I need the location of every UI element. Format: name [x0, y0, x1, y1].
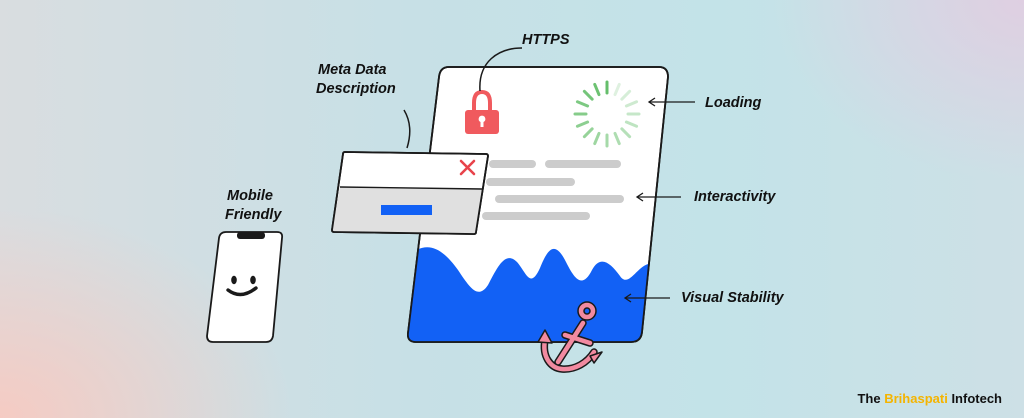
brand-highlight: Brihaspati — [884, 391, 948, 406]
spinner-tick — [620, 127, 632, 139]
spinner-tick — [620, 89, 632, 101]
meta-description-label: Description — [316, 81, 396, 97]
spinner-tick — [624, 120, 639, 128]
spinner-tick — [593, 82, 601, 97]
lock-icon — [465, 89, 499, 134]
spinner-icon — [573, 80, 641, 148]
phone-notch — [237, 232, 265, 239]
spinner-tick — [582, 89, 594, 101]
arrow-icon — [647, 97, 695, 107]
https-label: HTTPS — [522, 32, 570, 48]
brand-suffix: Infotech — [951, 391, 1002, 406]
interactivity-label: Interactivity — [694, 189, 776, 205]
meta-connector-line — [403, 109, 411, 149]
spinner-tick — [593, 131, 601, 146]
meta-data-label: Meta Data — [318, 60, 387, 80]
meta-description-popup — [331, 109, 489, 235]
spinner-tick — [582, 127, 594, 139]
spinner-tick — [575, 100, 590, 108]
meta-data-label-line1: Meta Data — [318, 62, 387, 78]
mobile-label: Mobile — [227, 188, 273, 204]
arrow-icon — [635, 192, 681, 202]
spinner-tick — [613, 82, 621, 97]
spinner-tick — [575, 120, 590, 128]
anchor-icon — [537, 301, 603, 373]
spinner-tick — [624, 100, 639, 108]
arrow-icon — [623, 293, 670, 303]
brand-prefix: The — [857, 391, 881, 406]
visual-stability-label: Visual Stability — [681, 290, 784, 306]
mobile-phone — [206, 231, 284, 343]
smiley-face-icon — [226, 275, 258, 297]
loading-label: Loading — [705, 95, 762, 111]
friendly-label: Friendly — [225, 207, 282, 223]
popup-action-button[interactable] — [381, 205, 432, 215]
content-text-lines — [482, 160, 624, 220]
https-connector-line — [479, 47, 523, 92]
spinner-tick — [613, 131, 621, 146]
close-icon[interactable] — [459, 159, 476, 176]
brand-logo: The Brihaspati Infotech — [857, 391, 1002, 406]
